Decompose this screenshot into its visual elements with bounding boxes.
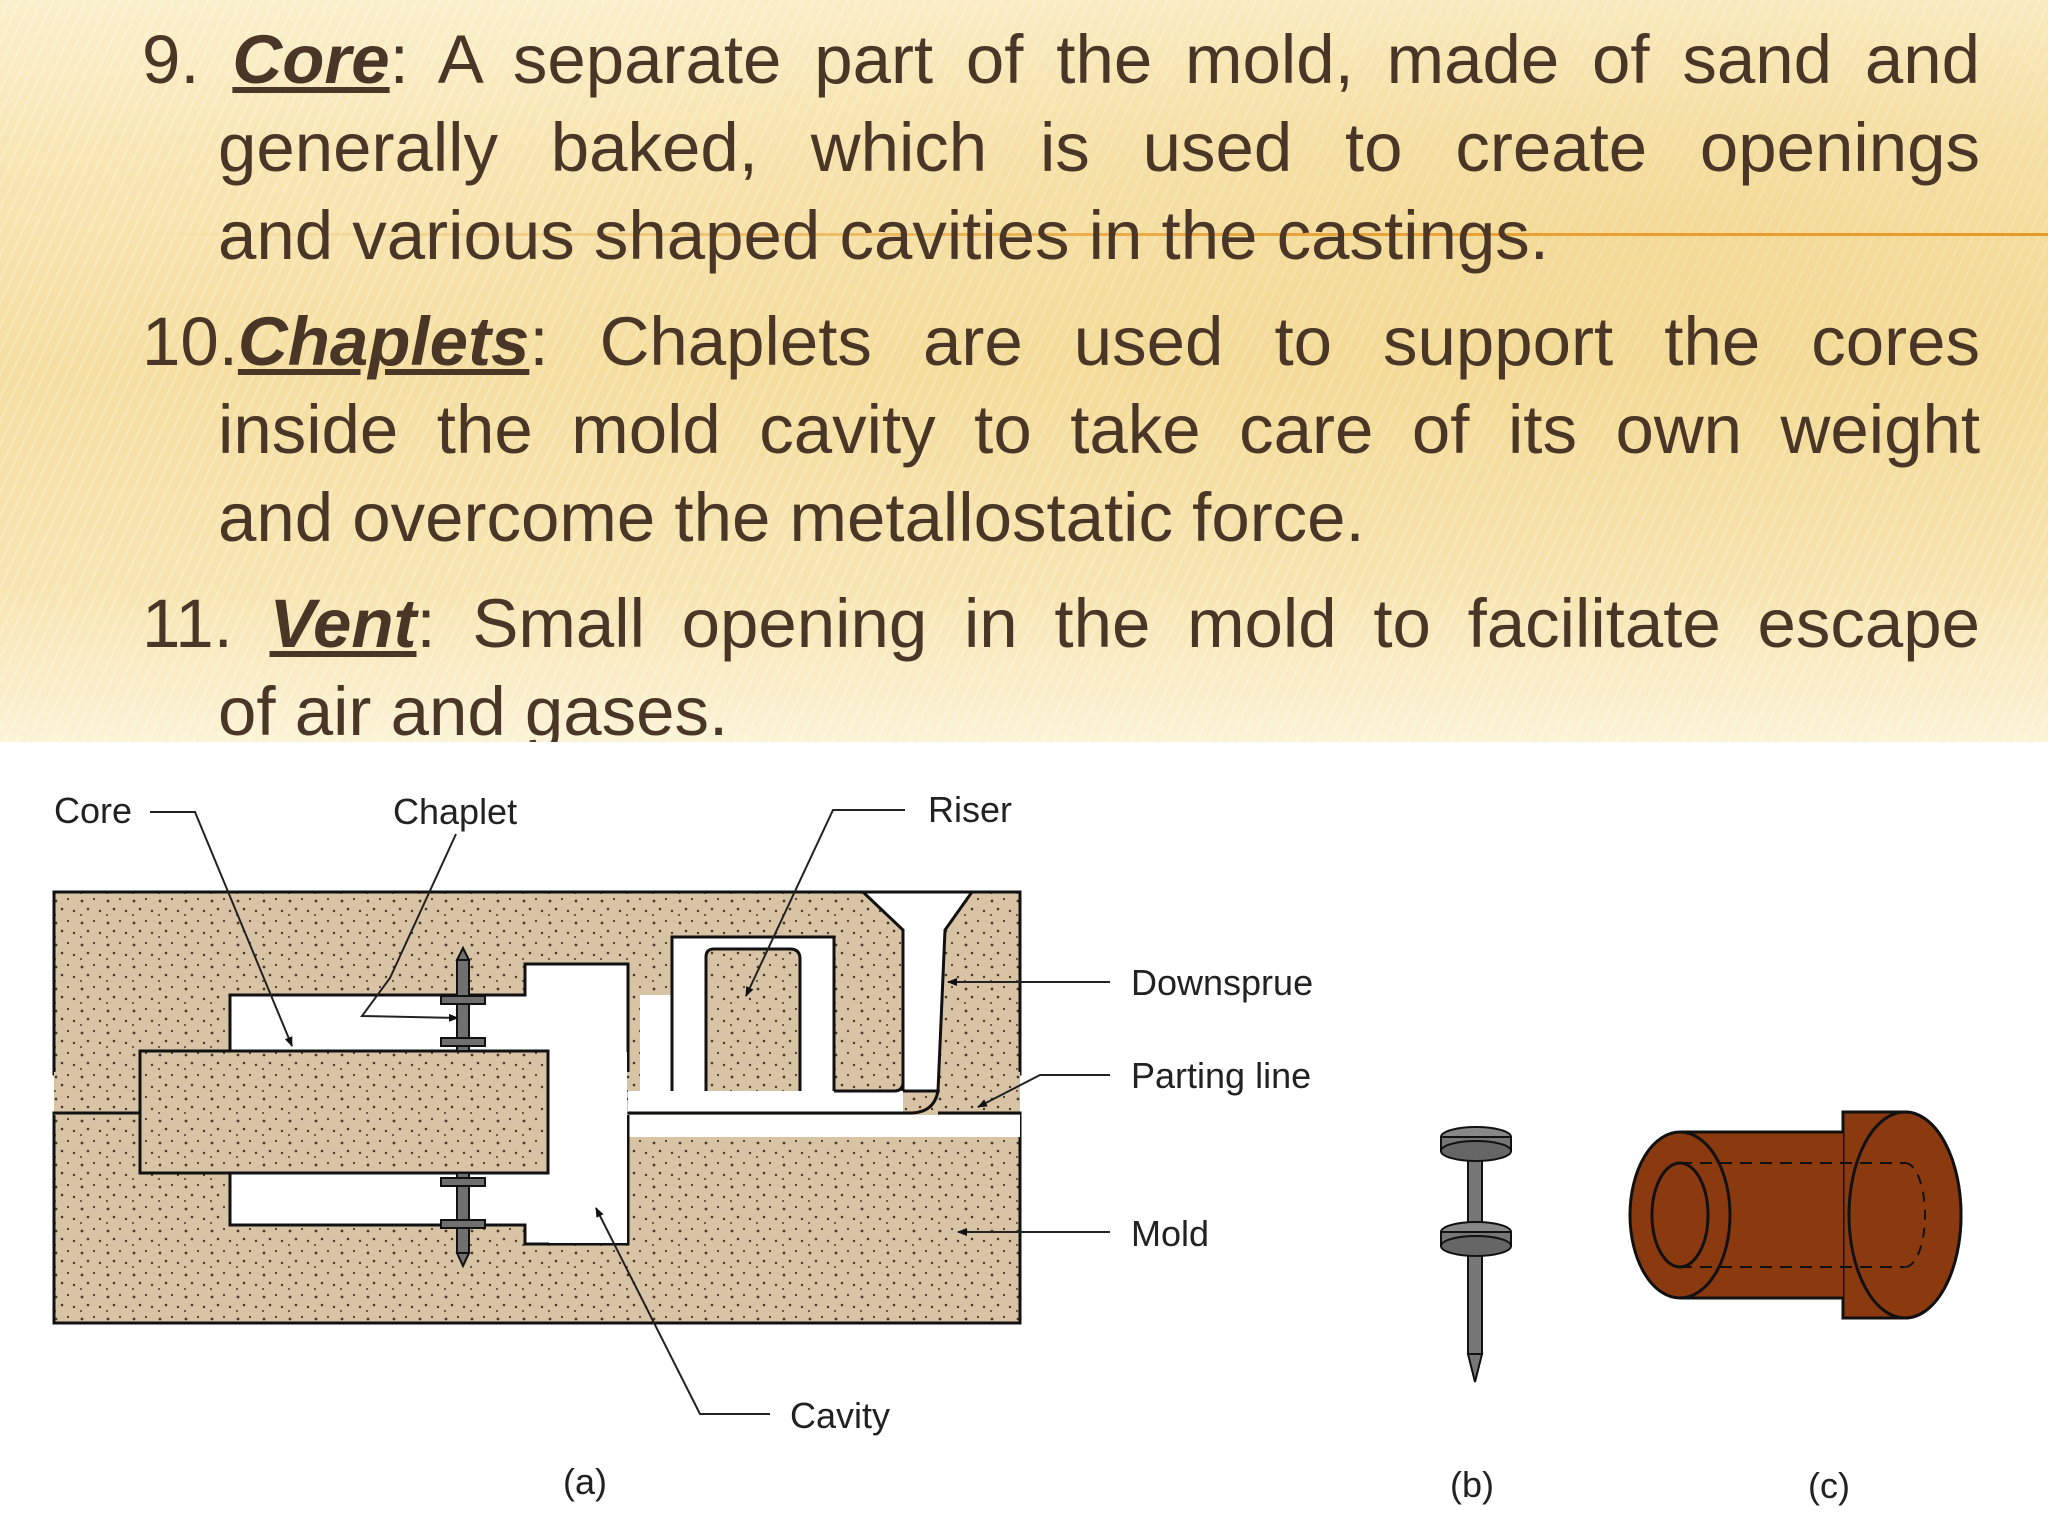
- chaplet-leader: [360, 833, 459, 1022]
- line-2: inside the mold cavity to take care of i…: [218, 391, 1980, 468]
- label-downsprue: Downsprue: [1131, 962, 1313, 1003]
- cavity-center: [549, 1052, 627, 1243]
- label-core: Core: [54, 790, 132, 831]
- cavity-leader: [595, 1207, 770, 1415]
- caption-b: (b): [1450, 1464, 1494, 1505]
- core: [138, 1049, 550, 1175]
- parting-line-leader: [977, 1074, 1110, 1108]
- mold-diagram-svg: Core Chaplet Riser Downsprue Parting lin…: [52, 789, 1963, 1506]
- mold-body: [52, 890, 1022, 1325]
- line-1: 9. Core: A separate part of the mold, ma…: [142, 16, 1980, 104]
- definition-vent: 11. Vent: Small opening in the mold to f…: [142, 580, 1980, 742]
- term-core: Core: [232, 21, 390, 98]
- decorative-line: [140, 233, 2048, 236]
- item-number: 10.: [142, 303, 238, 380]
- line-2: generally baked, which is used to create…: [218, 109, 1980, 186]
- item-number: 11.: [142, 585, 270, 662]
- core-leader: [150, 811, 293, 1047]
- definition-text: : A separate part of the mold, made of s…: [389, 21, 1980, 98]
- label-mold: Mold: [1131, 1213, 1209, 1254]
- definition-text: : Small opening in the mold to facilitat…: [416, 585, 1981, 662]
- caption-a: (a): [563, 1461, 607, 1502]
- leader-lines: [150, 809, 1110, 1415]
- slide-text-area: 9. Core: A separate part of the mold, ma…: [0, 0, 2048, 742]
- line-1: 10.Chaplets: Chaplets are used to suppor…: [142, 298, 1980, 386]
- chaplet-upper: [440, 945, 486, 1052]
- label-parting-line: Parting line: [1131, 1055, 1311, 1096]
- item-number: 9.: [142, 21, 233, 98]
- definition-core: 9. Core: A separate part of the mold, ma…: [142, 16, 1980, 280]
- riser-separator: [704, 947, 802, 1091]
- core-part-c: [1628, 1110, 1963, 1320]
- term-vent: Vent: [269, 585, 417, 662]
- casting-mold-figure: Core Chaplet Riser Downsprue Parting lin…: [0, 742, 2048, 1536]
- line-2: of air and gases.: [218, 673, 729, 742]
- caption-c: (c): [1808, 1465, 1850, 1506]
- line-3: and various shaped cavities in the casti…: [218, 197, 1549, 274]
- line-3: and overcome the metallostatic force.: [218, 479, 1365, 556]
- definition-text: : Chaplets are used to support the cores: [529, 303, 1980, 380]
- chaplet-part-b: [1440, 1126, 1512, 1383]
- label-riser: Riser: [928, 789, 1012, 830]
- label-chaplet: Chaplet: [393, 791, 517, 832]
- line-1: 11. Vent: Small opening in the mold to f…: [142, 580, 1980, 668]
- chaplet-lower: [440, 1172, 486, 1269]
- riser-leader: [745, 809, 905, 997]
- term-chaplets: Chaplets: [237, 303, 530, 380]
- label-cavity: Cavity: [790, 1395, 890, 1436]
- definition-chaplets: 10.Chaplets: Chaplets are used to suppor…: [142, 298, 1980, 562]
